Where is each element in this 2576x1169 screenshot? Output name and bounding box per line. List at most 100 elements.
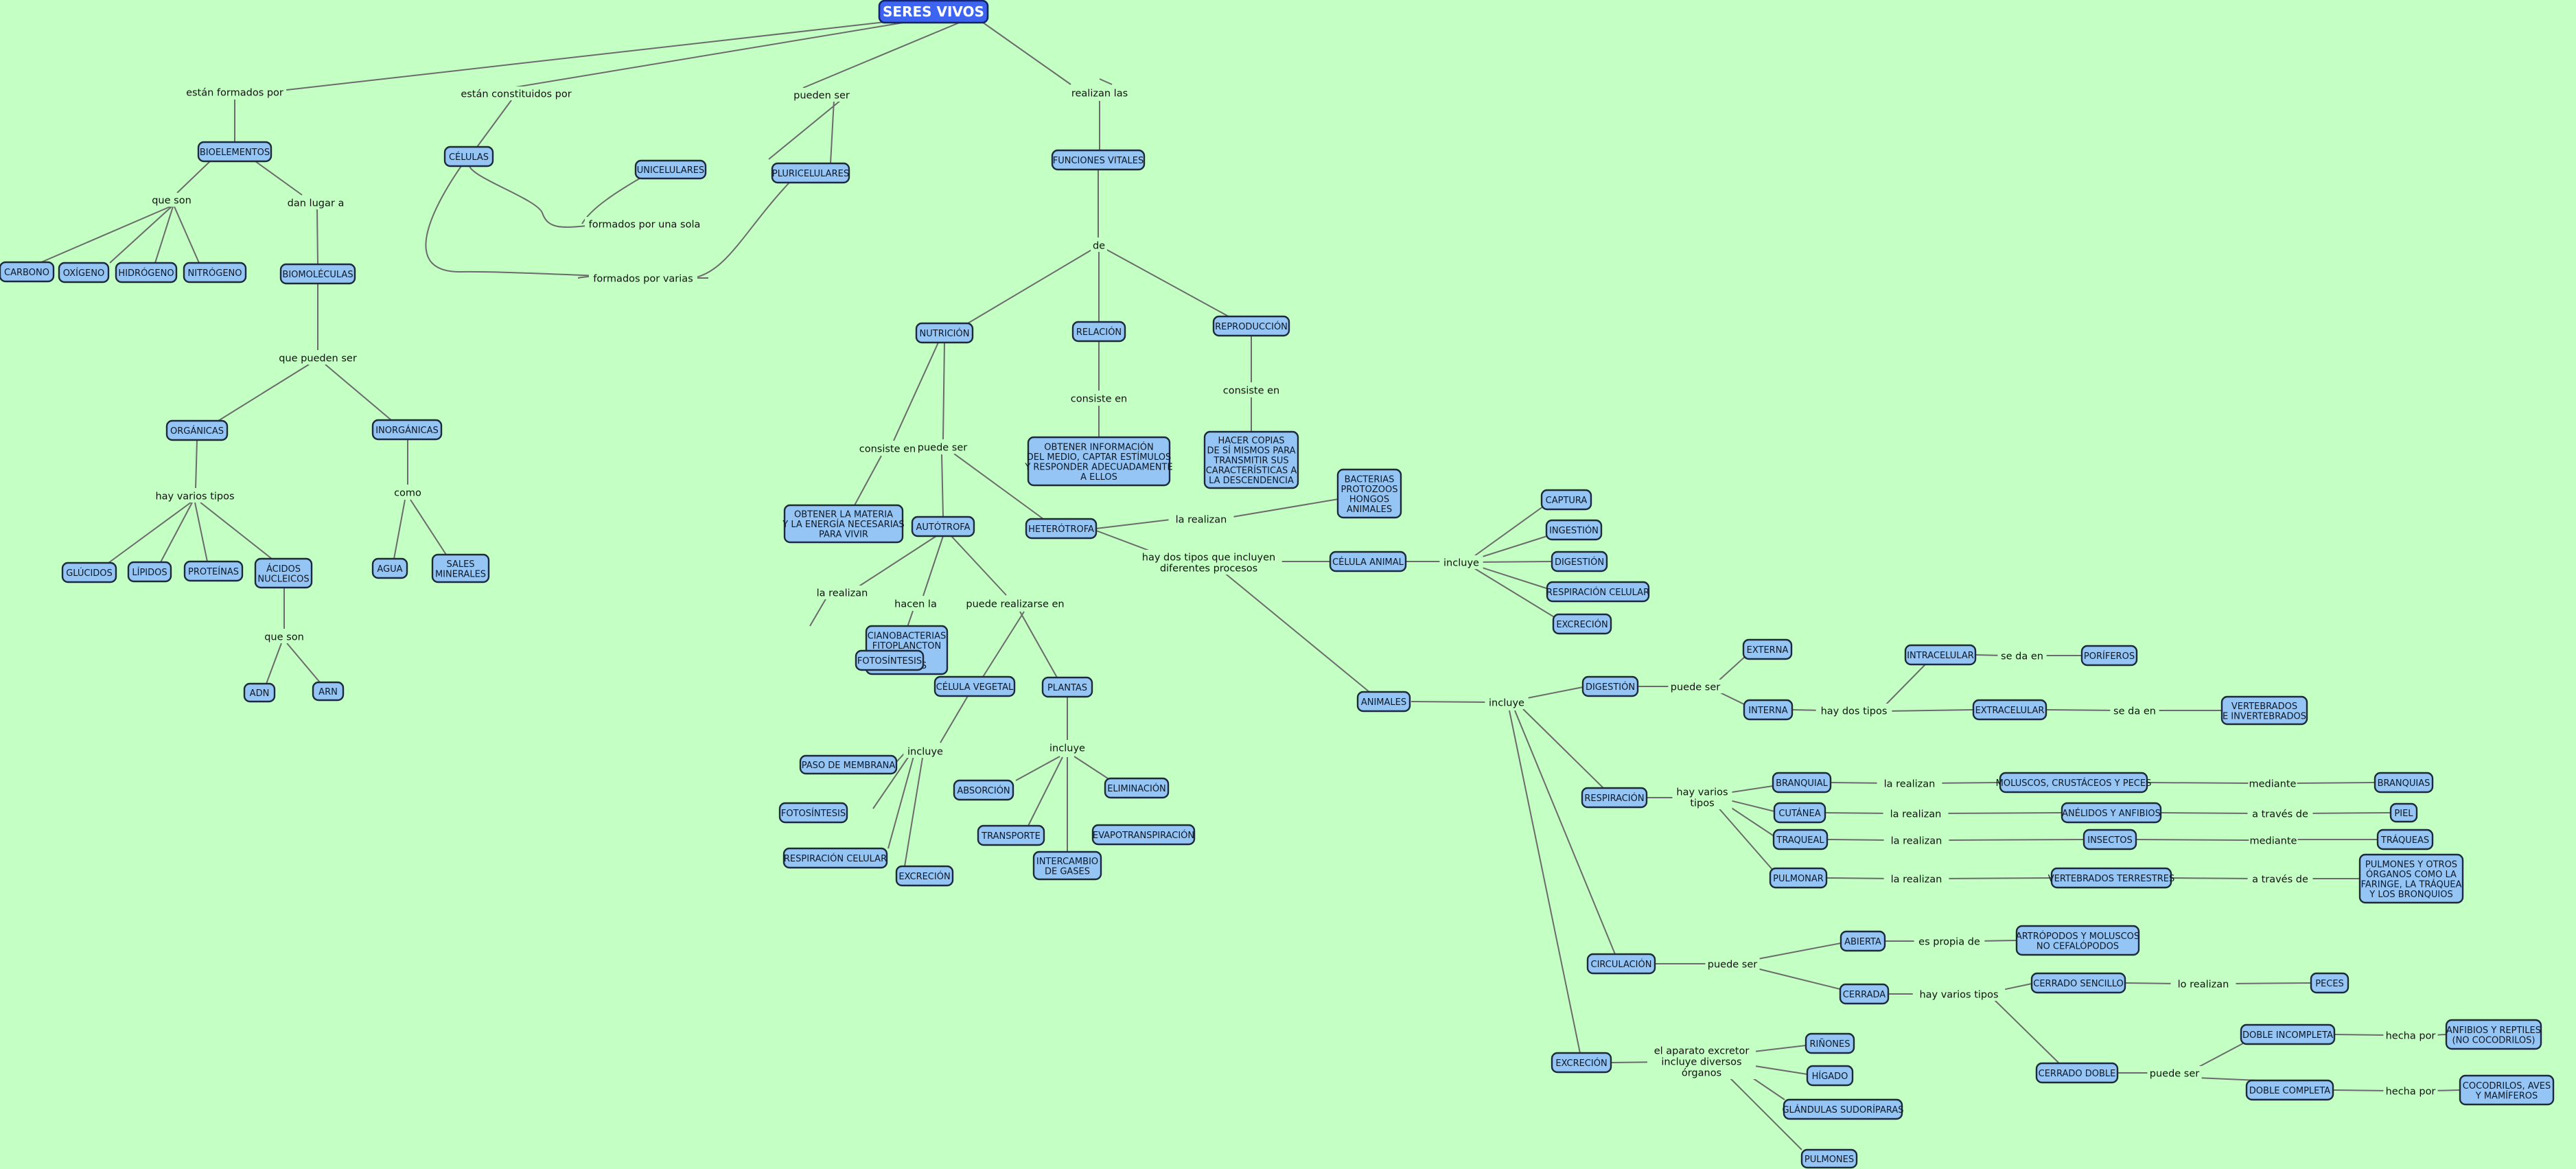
concept-node-poriferos[interactable]: PORÍFEROS: [2080, 645, 2138, 667]
concept-node-peces[interactable]: PECES: [2310, 972, 2349, 994]
concept-node-anfibios-reptiles[interactable]: ANFIBIOS Y REPTILES(NO COCODRILOS): [2445, 1019, 2542, 1050]
concept-node-respiracion[interactable]: RESPIRACIÓN: [1581, 787, 1648, 809]
concept-node-cerrado-doble[interactable]: CERRADO DOBLE: [2035, 1062, 2119, 1084]
concept-node-agua[interactable]: AGUA: [371, 557, 408, 579]
svg-text:BRANQUIAL: BRANQUIAL: [1776, 778, 1829, 789]
concept-node-respiracion-celular-ca[interactable]: RESPIRACIÓN CELULAR: [1546, 581, 1650, 603]
concept-node-branquias[interactable]: BRANQUIAS: [2374, 772, 2434, 794]
concept-node-ingestion[interactable]: INGESTIÓN: [1545, 519, 1603, 541]
concept-node-anelidos[interactable]: ANÉLIDOS Y ANFIBIOS: [2061, 802, 2162, 824]
concept-node-externa[interactable]: EXTERNA: [1742, 638, 1793, 660]
concept-node-cutanea[interactable]: CUTÁNEA: [1773, 802, 1826, 824]
concept-node-pluricelulares[interactable]: PLURICELULARES: [771, 162, 850, 184]
concept-node-adn[interactable]: ADN: [243, 682, 276, 703]
connector-line: [1514, 710, 1616, 955]
concept-node-rinones[interactable]: RIÑONES: [1805, 1032, 1855, 1054]
concept-node-traqueal[interactable]: TRAQUEAL: [1772, 829, 1829, 850]
concept-node-eliminacion[interactable]: ELIMINACIÓN: [1104, 777, 1170, 799]
concept-node-insectos[interactable]: INSECTOS: [2082, 829, 2137, 850]
connector-line: [511, 21, 908, 89]
concept-node-digestion[interactable]: DIGESTIÓN: [1581, 675, 1639, 697]
concept-node-unicelulares[interactable]: UNICELULARES: [634, 159, 707, 180]
concept-node-fotosintesis[interactable]: FOTOSÍNTESIS: [855, 649, 925, 671]
concept-node-branquial[interactable]: BRANQUIAL: [1772, 772, 1832, 794]
concept-node-lipidos[interactable]: LÍPIDOS: [127, 561, 172, 583]
concept-node-hidrogeno[interactable]: HIDRÓGENO: [115, 262, 178, 283]
concept-node-autotrofa[interactable]: AUTÓTROFA: [911, 516, 975, 537]
svg-text:como: como: [394, 488, 421, 499]
concept-node-organicas[interactable]: ORGÁNICAS: [165, 419, 229, 441]
concept-node-oxigeno[interactable]: OXÍGENO: [58, 262, 110, 283]
concept-node-cerrado-sencillo[interactable]: CERRADO SENCILLO: [2030, 972, 2126, 994]
concept-node-glucidos[interactable]: GLÚCIDOS: [61, 562, 117, 583]
concept-node-animales[interactable]: ANIMALES: [1356, 691, 1411, 713]
svg-text:EXCRECIÓN: EXCRECIÓN: [1556, 619, 1608, 630]
concept-node-absorcion[interactable]: ABSORCIÓN: [953, 779, 1014, 801]
concept-node-seres-vivos[interactable]: SERES VIVOS: [878, 0, 989, 24]
concept-node-reproduccion[interactable]: REPRODUCCIÓN: [1212, 315, 1290, 337]
concept-node-moluscos-crustaceos[interactable]: MOLUSCOS, CRUSTÁCEOS Y PECES: [1996, 772, 2152, 794]
concept-node-piel[interactable]: PIEL: [2389, 802, 2418, 823]
svg-text:FOTOSÍNTESIS: FOTOSÍNTESIS: [781, 808, 846, 819]
concept-node-cerrada[interactable]: CERRADA: [1839, 983, 1890, 1005]
concept-node-paso-membrana[interactable]: PASO DE MEMBRANA: [799, 754, 898, 775]
concept-node-fotosintesis-cv[interactable]: FOTOSÍNTESIS: [778, 802, 848, 824]
concept-node-celula-animal[interactable]: CÉLULA ANIMAL: [1329, 551, 1407, 572]
concept-node-inorganicas[interactable]: INORGÁNICAS: [371, 419, 443, 441]
svg-text:PULMONES: PULMONES: [1805, 1155, 1854, 1165]
concept-node-plantas[interactable]: PLANTAS: [1041, 676, 1093, 698]
concept-node-biomoleculas[interactable]: BIOMOLÉCULAS: [279, 263, 356, 285]
connector-line: [941, 454, 944, 518]
concept-node-heterotrofa[interactable]: HETERÓTROFA: [1025, 518, 1098, 540]
concept-node-glandulas[interactable]: GLÁNDULAS SUDORÍPARAS: [1782, 1098, 1904, 1120]
concept-node-circulacion[interactable]: CIRCULACIÓN: [1586, 953, 1656, 975]
link-label-la-realizan-pu: la realizan: [1883, 872, 1949, 886]
concept-node-abierta[interactable]: ABIERTA: [1840, 930, 1886, 952]
concept-node-vertebrados-terrestres[interactable]: VERTEBRADOS TERRESTRES: [2048, 867, 2174, 889]
svg-text:ABIERTA: ABIERTA: [1844, 937, 1881, 947]
concept-node-carbono[interactable]: CARBONO: [0, 261, 55, 283]
concept-node-transporte[interactable]: TRANSPORTE: [977, 824, 1045, 846]
concept-node-celula-vegetal[interactable]: CÉLULA VEGETAL: [933, 675, 1016, 697]
svg-text:puede ser: puede ser: [918, 443, 968, 454]
concept-node-digestion-ca[interactable]: DIGESTIÓN: [1551, 551, 1608, 572]
concept-node-arn[interactable]: ARN: [312, 681, 345, 702]
concept-node-doble-completa[interactable]: DOBLE COMPLETA: [2245, 1079, 2334, 1101]
concept-node-excrecion-ca[interactable]: EXCRECIÓN: [1552, 613, 1612, 635]
concept-node-proteinas[interactable]: PROTEÍNAS: [183, 560, 244, 582]
concept-node-relacion[interactable]: RELACIÓN: [1071, 321, 1126, 343]
concept-node-interna[interactable]: INTERNA: [1743, 699, 1794, 721]
concept-node-excrecion-cv[interactable]: EXCRECIÓN: [895, 865, 954, 887]
concept-node-intracelular[interactable]: INTRACELULAR: [1904, 644, 1977, 666]
svg-text:FOTOSÍNTESIS: FOTOSÍNTESIS: [857, 656, 922, 667]
concept-node-captura[interactable]: CAPTURA: [1540, 489, 1592, 511]
concept-node-nutricion[interactable]: NUTRICIÓN: [915, 322, 974, 344]
concept-node-excrecion[interactable]: EXCRECIÓN: [1551, 1052, 1612, 1074]
svg-text:se da en: se da en: [2001, 651, 2043, 662]
concept-node-celulas[interactable]: CÉLULAS: [443, 146, 494, 167]
concept-node-pulmones[interactable]: PULMONES: [1800, 1148, 1858, 1169]
concept-node-doble-incompleta[interactable]: DOBLE INCOMPLETA: [2240, 1023, 2336, 1045]
concept-node-evapotranspiracion[interactable]: EVAPOTRANSPIRACIÓN: [1091, 824, 1196, 846]
concept-node-extracelular[interactable]: EXTRACELULAR: [1972, 699, 2047, 721]
concept-node-bioelementos[interactable]: BIOELEMENTOS: [197, 141, 272, 163]
connector-line: [2170, 877, 2259, 879]
concept-node-traqueas[interactable]: TRÁQUEAS: [2376, 829, 2434, 850]
concept-node-nitrogeno[interactable]: NITRÓGENO: [183, 262, 247, 283]
concept-node-funciones-vitales[interactable]: FUNCIONES VITALES: [1051, 149, 1146, 171]
concept-node-pulmonar[interactable]: PULMONAR: [1769, 867, 1828, 889]
concept-node-respiracion-celular-cv[interactable]: RESPIRACIÓN CELULAR: [782, 847, 888, 869]
svg-text:LÍPIDOS: LÍPIDOS: [132, 567, 167, 578]
concept-node-higado[interactable]: HÍGADO: [1806, 1065, 1854, 1087]
